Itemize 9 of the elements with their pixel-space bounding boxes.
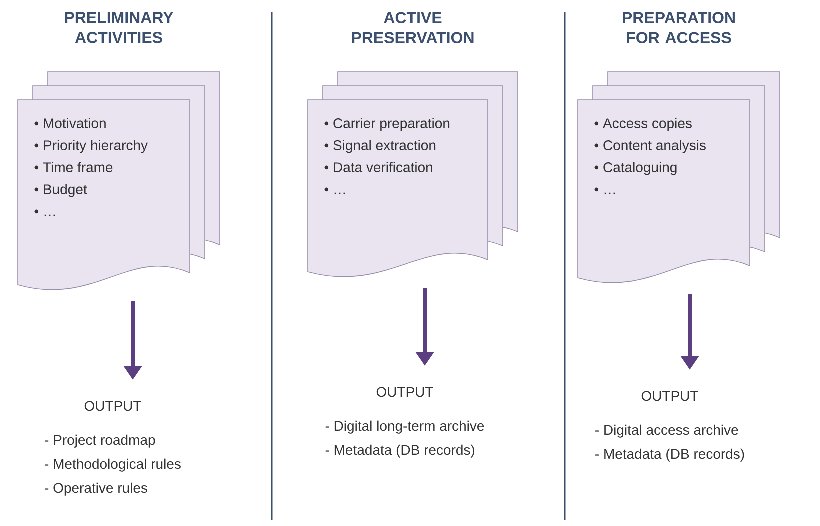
column-heading: PRELIMINARY ACTIVITIES bbox=[65, 12, 174, 44]
document-stack: • Motivation • Priority hierarchy • Time frame • Budget • … bbox=[18, 72, 220, 290]
output-list: OUTPUT - Digital long-term archive - Metadata (DB records) bbox=[326, 387, 484, 458]
document-stack: • Carrier preparation • Signal extraction • Data verification • … bbox=[308, 72, 518, 278]
output-list: OUTPUT - Digital access archive - Metadata (DB records) bbox=[596, 391, 744, 462]
output-list: OUTPUT - Project roadmap - Methodological rules - Operative rules bbox=[45, 401, 181, 496]
column-heading: PREPARATION FOR ACCESS bbox=[623, 12, 735, 44]
column-heading: ACTIVE PRESERVATION bbox=[352, 12, 474, 44]
document-stack: • Access copies • Content analysis • Cataloguing • … bbox=[578, 72, 780, 284]
